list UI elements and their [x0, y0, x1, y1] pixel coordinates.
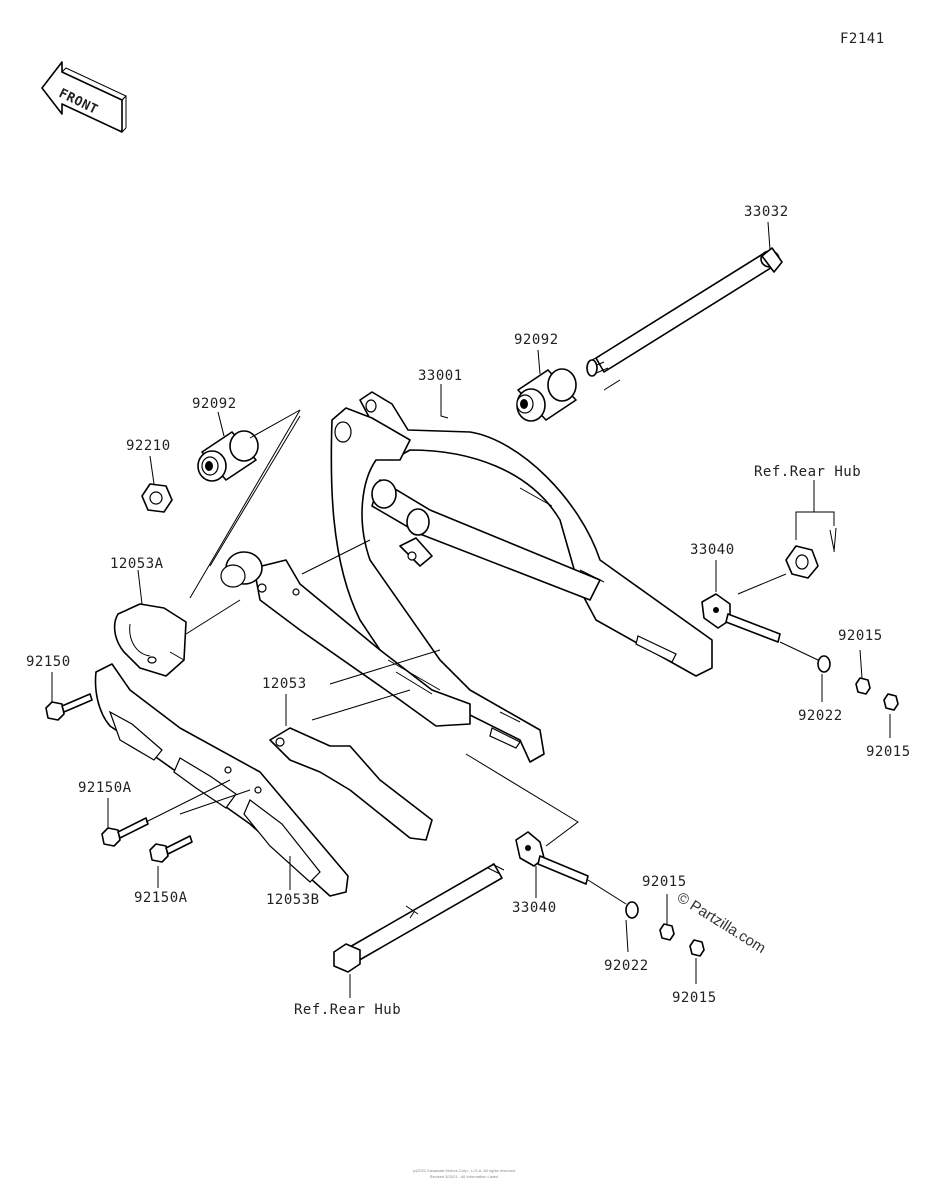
label-92015-a: 92015	[838, 628, 883, 644]
bolt-92150A-top[interactable]	[101, 817, 149, 847]
label-12053: 12053	[262, 676, 307, 692]
label-92150A-bottom: 92150A	[134, 890, 188, 906]
diagram-id: F2141	[840, 31, 885, 47]
footer-line-1: (c)2022 Kawasaki Motors Corp., U.S.A. Al…	[413, 1168, 516, 1173]
leader-lines	[51, 221, 891, 998]
rear-axle[interactable]	[333, 863, 505, 973]
label-92022-lower: 92022	[604, 958, 649, 974]
label-33032: 33032	[744, 204, 789, 220]
label-ref-rear-hub-upper: Ref.Rear Hub	[754, 464, 861, 480]
chain-guide-12053A[interactable]	[113, 603, 187, 677]
nut-92015-b[interactable]	[883, 693, 899, 711]
label-92022-upper: 92022	[798, 708, 843, 724]
label-92015-c: 92015	[642, 874, 687, 890]
bushing-right[interactable]	[516, 368, 577, 422]
chain-guide-12053[interactable]	[269, 727, 433, 841]
chain-guide-plate-12053B[interactable]	[94, 663, 349, 897]
bolt-92150[interactable]	[45, 693, 93, 721]
swingarm[interactable]	[220, 391, 713, 763]
label-92150: 92150	[26, 654, 71, 670]
front-arrow-icon: FRONT	[41, 61, 127, 133]
label-92092-left: 92092	[192, 396, 237, 412]
bushing-left[interactable]	[197, 430, 259, 482]
watermark: © Partzilla.com	[674, 889, 769, 957]
chain-adjuster-upper[interactable]	[701, 593, 781, 643]
label-92015-d: 92015	[672, 990, 717, 1006]
label-92092-right: 92092	[514, 332, 559, 348]
chain-adjuster-lower[interactable]	[515, 831, 589, 885]
nut-92015-d[interactable]	[689, 939, 705, 957]
footer-line-2: Revised 5/2021 - All Information Listed	[430, 1174, 498, 1179]
label-33001: 33001	[418, 368, 463, 384]
label-33040-lower: 33040	[512, 900, 557, 916]
pivot-shaft[interactable]	[586, 247, 783, 377]
label-12053A: 12053A	[110, 556, 164, 572]
label-92015-b: 92015	[866, 744, 911, 760]
bolt-92150A-bottom[interactable]	[149, 835, 193, 863]
label-92210: 92210	[126, 438, 171, 454]
axle-nut-upper[interactable]	[785, 527, 837, 579]
label-33040-upper: 33040	[690, 542, 735, 558]
washer-92022-upper[interactable]	[817, 655, 831, 673]
part-labels: 33032 92092 33001 92092 92210 12053A 921…	[26, 204, 911, 1018]
label-92150A-top: 92150A	[78, 780, 132, 796]
label-12053B: 12053B	[266, 892, 320, 908]
label-ref-rear-hub-lower: Ref.Rear Hub	[294, 1002, 401, 1018]
nut-92015-c[interactable]	[659, 923, 675, 941]
nut-92210[interactable]	[141, 483, 173, 513]
washer-92022-lower[interactable]	[625, 901, 639, 919]
nut-92015-a[interactable]	[855, 677, 871, 695]
